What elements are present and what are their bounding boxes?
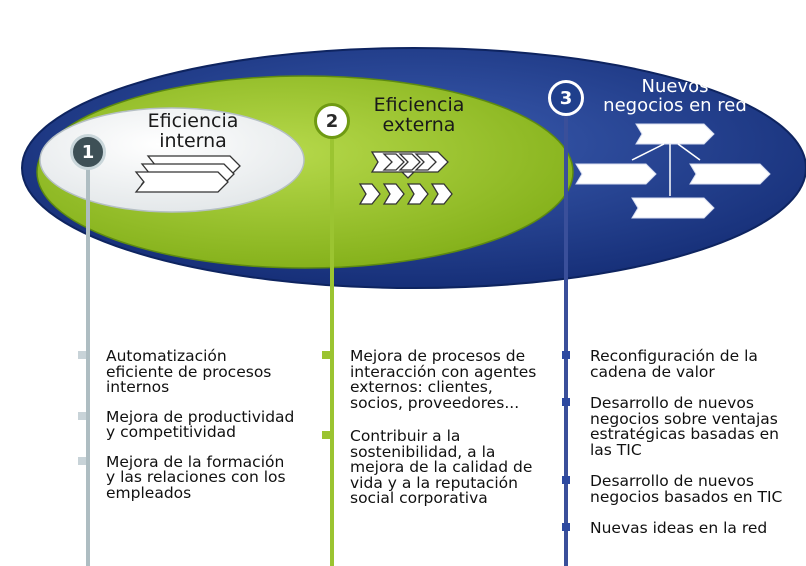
stage-1-number-badge: 1 — [70, 134, 106, 170]
stage-3-title: Nuevos negocios en red — [603, 76, 747, 116]
bullet-icon — [322, 431, 330, 439]
list-item: Mejora de productividad y competitividad — [78, 409, 298, 441]
bullet-icon — [562, 476, 570, 484]
value-chain-arrows-icon — [358, 151, 453, 205]
stage-1-title: Eficiencia interna — [147, 110, 239, 152]
bullet-icon — [78, 351, 86, 359]
stage-2-number-badge: 2 — [314, 103, 350, 139]
stage-2-benefits-list: Mejora de procesos de interacción con ag… — [322, 348, 547, 525]
list-item: Automatización eficiente de procesos int… — [78, 348, 298, 396]
bullet-icon — [562, 398, 570, 406]
list-item: Contribuir a la sostenibilidad, a la mej… — [322, 428, 547, 507]
list-item: Reconfiguración de la cadena de valor — [562, 348, 802, 380]
bullet-icon — [322, 351, 330, 359]
list-item: Nuevas ideas en la red — [562, 520, 802, 537]
stage-1-benefits-list: Automatización eficiente de procesos int… — [78, 348, 298, 515]
list-item: Desarrollo de nuevos negocios basados en… — [562, 473, 802, 505]
list-item: Desarrollo de nuevos negocios sobre vent… — [562, 395, 802, 458]
list-item: Mejora de la formación y las relaciones … — [78, 454, 298, 502]
bullet-icon — [78, 411, 86, 420]
bullet-icon — [78, 456, 86, 465]
stacked-arrows-icon — [134, 155, 241, 193]
bullet-icon — [562, 523, 570, 531]
list-item: Mejora de procesos de interacción con ag… — [322, 348, 547, 411]
bullet-icon — [562, 351, 570, 359]
stage-3-number-badge: 3 — [548, 80, 584, 116]
stage-2-title: Eficiencia externa — [373, 94, 465, 136]
network-links — [631, 143, 701, 196]
network-arrows-icon — [575, 123, 771, 219]
stage-3-benefits-list: Reconfiguración de la cadena de valor De… — [562, 348, 802, 553]
